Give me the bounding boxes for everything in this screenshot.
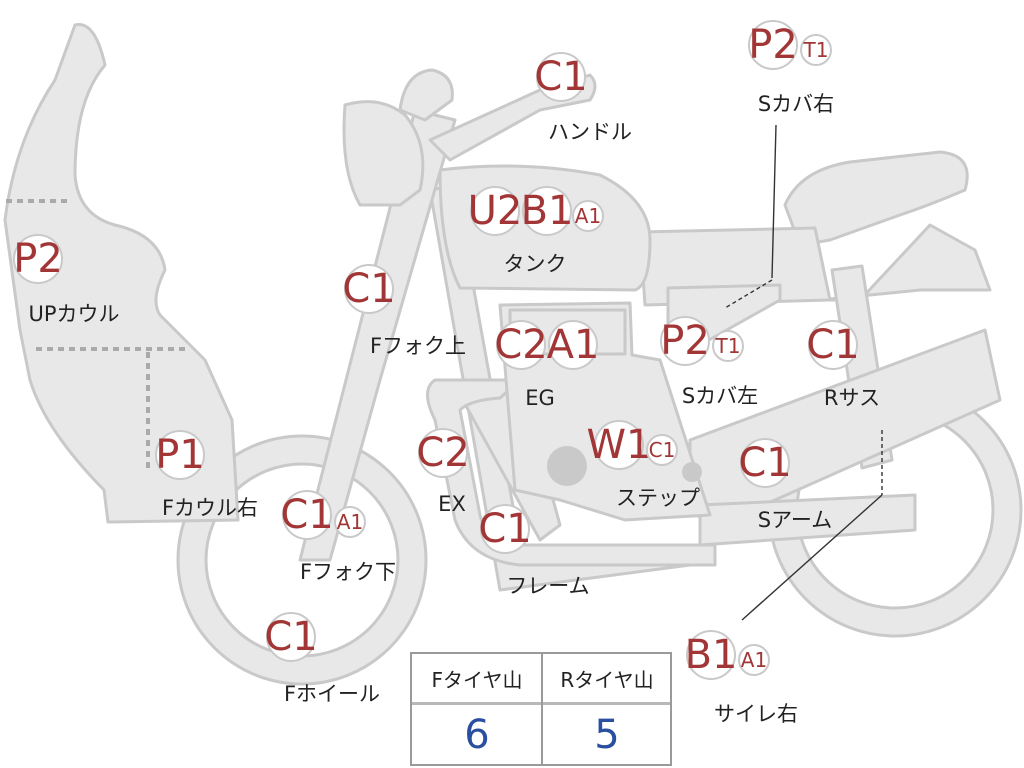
front-wheel-code-1: C1: [264, 612, 318, 662]
tank-code-1: U2: [467, 186, 523, 236]
silencer-right-code-1: B1: [684, 630, 738, 680]
swing-arm-code-1: C1: [738, 438, 792, 488]
front-tire-header: Fタイヤ山: [431, 667, 523, 692]
fork-upper-label: Fフォク上: [369, 334, 467, 358]
fork-lower-code-1: C1: [280, 490, 334, 540]
side-cover-right-code-2: T1: [800, 34, 832, 66]
engine-code-2: A1: [546, 320, 600, 370]
frame-label: フレーム: [506, 574, 590, 598]
exhaust-code-1: C2: [416, 428, 470, 478]
engine-code-1: C2: [494, 320, 548, 370]
headlight-shape: [342, 100, 425, 207]
frame-code-1: C1: [478, 504, 532, 554]
step-label: ステップ: [616, 486, 700, 510]
step-code-1: W1: [586, 420, 652, 470]
front-fork-shape: [298, 108, 457, 562]
upcowl-label: UPカウル: [28, 302, 120, 326]
front-wheel-label: Fホイール: [283, 682, 381, 706]
tank-label: タンク: [503, 252, 567, 276]
fork-lower-code-2: A1: [334, 506, 366, 538]
fork-lower-label: Fフォク下: [299, 560, 397, 584]
tank-code-3: A1: [572, 200, 604, 232]
tank-code-2: B1: [520, 186, 574, 236]
mirror-shape: [398, 68, 454, 122]
rear-tire-value: 5: [594, 712, 620, 758]
front-cowl-right-label: Fカウル右: [161, 496, 259, 520]
seat-shape: [783, 150, 969, 247]
exhaust-label: EX: [438, 492, 466, 516]
silencer-right-code-2: A1: [738, 644, 770, 676]
rear-suspension-code-1: C1: [806, 320, 860, 370]
front-cowl-right-code-1: P1: [155, 430, 205, 480]
tire-tread-table: Fタイヤ山 Rタイヤ山 6 5: [410, 652, 672, 766]
silencer-right-label: サイレ右: [714, 702, 798, 726]
side-cover-left-code-2: T1: [712, 330, 744, 362]
handle-label: ハンドル: [548, 120, 632, 144]
upcowl-code-1: P2: [13, 234, 63, 284]
rear-suspension-label: Rサス: [823, 386, 881, 410]
step-code-2: C1: [646, 434, 678, 466]
side-cover-right-code-1: P2: [748, 20, 798, 70]
front-tire-value: 6: [464, 712, 490, 758]
swing-arm-label: Sアーム: [757, 508, 833, 532]
front-wheel-shape: [179, 437, 425, 683]
rear-tire-header: Rタイヤ山: [560, 667, 654, 692]
table-divider-vertical: [541, 654, 543, 764]
handle-code-1: C1: [534, 52, 588, 102]
front-cowl-shape: [3, 23, 240, 524]
fork-upper-code-1: C1: [342, 264, 396, 314]
engine-label: EG: [525, 386, 555, 410]
side-cover-left-code-1: P2: [660, 316, 710, 366]
side-cover-left-label: Sカバ左: [681, 384, 759, 408]
side-cover-right-label: Sカバ右: [757, 92, 835, 116]
